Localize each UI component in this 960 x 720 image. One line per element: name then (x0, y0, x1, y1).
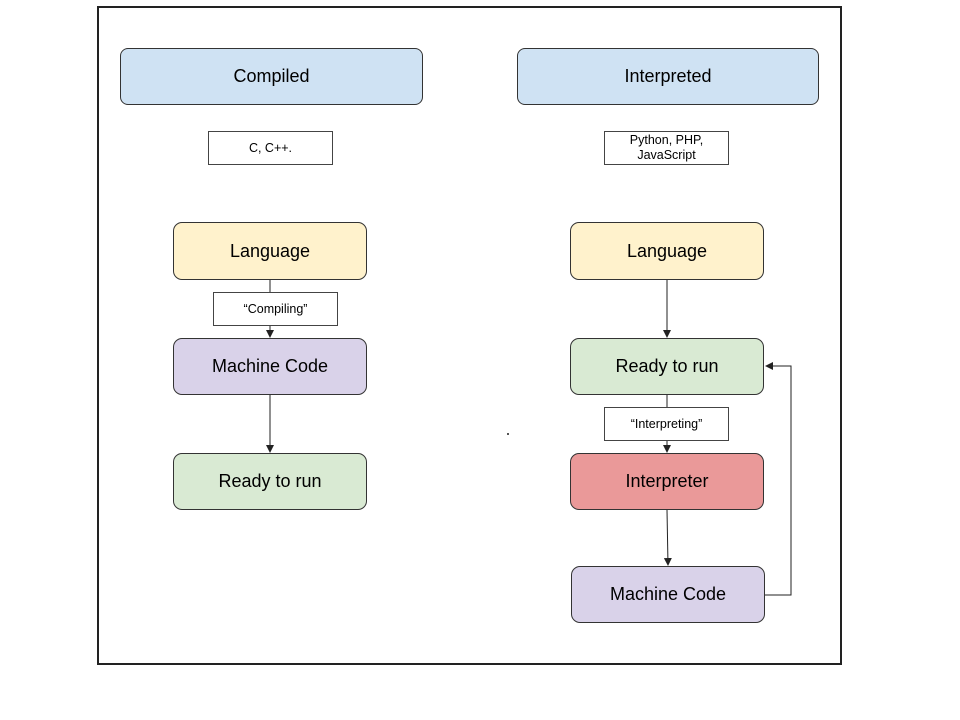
compiled-machine-code-label: Machine Code (211, 356, 329, 376)
diagram-frame (97, 6, 842, 665)
interpreted-language-node: Language (570, 222, 764, 280)
interpreter-label: Interpreter (625, 471, 709, 491)
interpreter-node: Interpreter (570, 453, 764, 510)
compiled-header: Compiled (120, 48, 423, 105)
compiling-step-text: “Compiling” (243, 301, 308, 316)
interpreted-ready-node: Ready to run (570, 338, 764, 395)
interpreted-examples: Python, PHP, JavaScript (604, 131, 729, 165)
interpreted-machine-code-label: Machine Code (609, 584, 727, 604)
interpreted-ready-label: Ready to run (615, 356, 719, 376)
interpreted-header: Interpreted (517, 48, 819, 105)
interpreted-machine-code-node: Machine Code (571, 566, 765, 623)
arrow-interpreter-to-machine-code (663, 509, 672, 566)
interpreted-language-label: Language (626, 240, 708, 261)
compiled-language-node: Language (173, 222, 367, 280)
interpreted-examples-line2: JavaScript (637, 148, 696, 162)
compiled-header-label: Compiled (233, 66, 310, 86)
interpreted-header-label: Interpreted (624, 66, 712, 86)
interpreting-step-label: “Interpreting” (604, 407, 729, 441)
interpreting-step-text: “Interpreting” (630, 416, 703, 431)
compiling-step-label: “Compiling” (213, 292, 338, 326)
interpreted-examples-line1: Python, PHP, (629, 133, 704, 147)
compiled-examples: C, C++. (208, 131, 333, 165)
compiled-examples-text: C, C++. (248, 140, 293, 155)
arrow-machine-code-loop-back (765, 362, 792, 596)
compiled-ready-label: Ready to run (218, 471, 322, 491)
compiled-machine-code-node: Machine Code (173, 338, 367, 395)
compiled-language-label: Language (229, 240, 311, 261)
compiled-ready-node: Ready to run (173, 453, 367, 510)
stray-dot (507, 433, 509, 435)
